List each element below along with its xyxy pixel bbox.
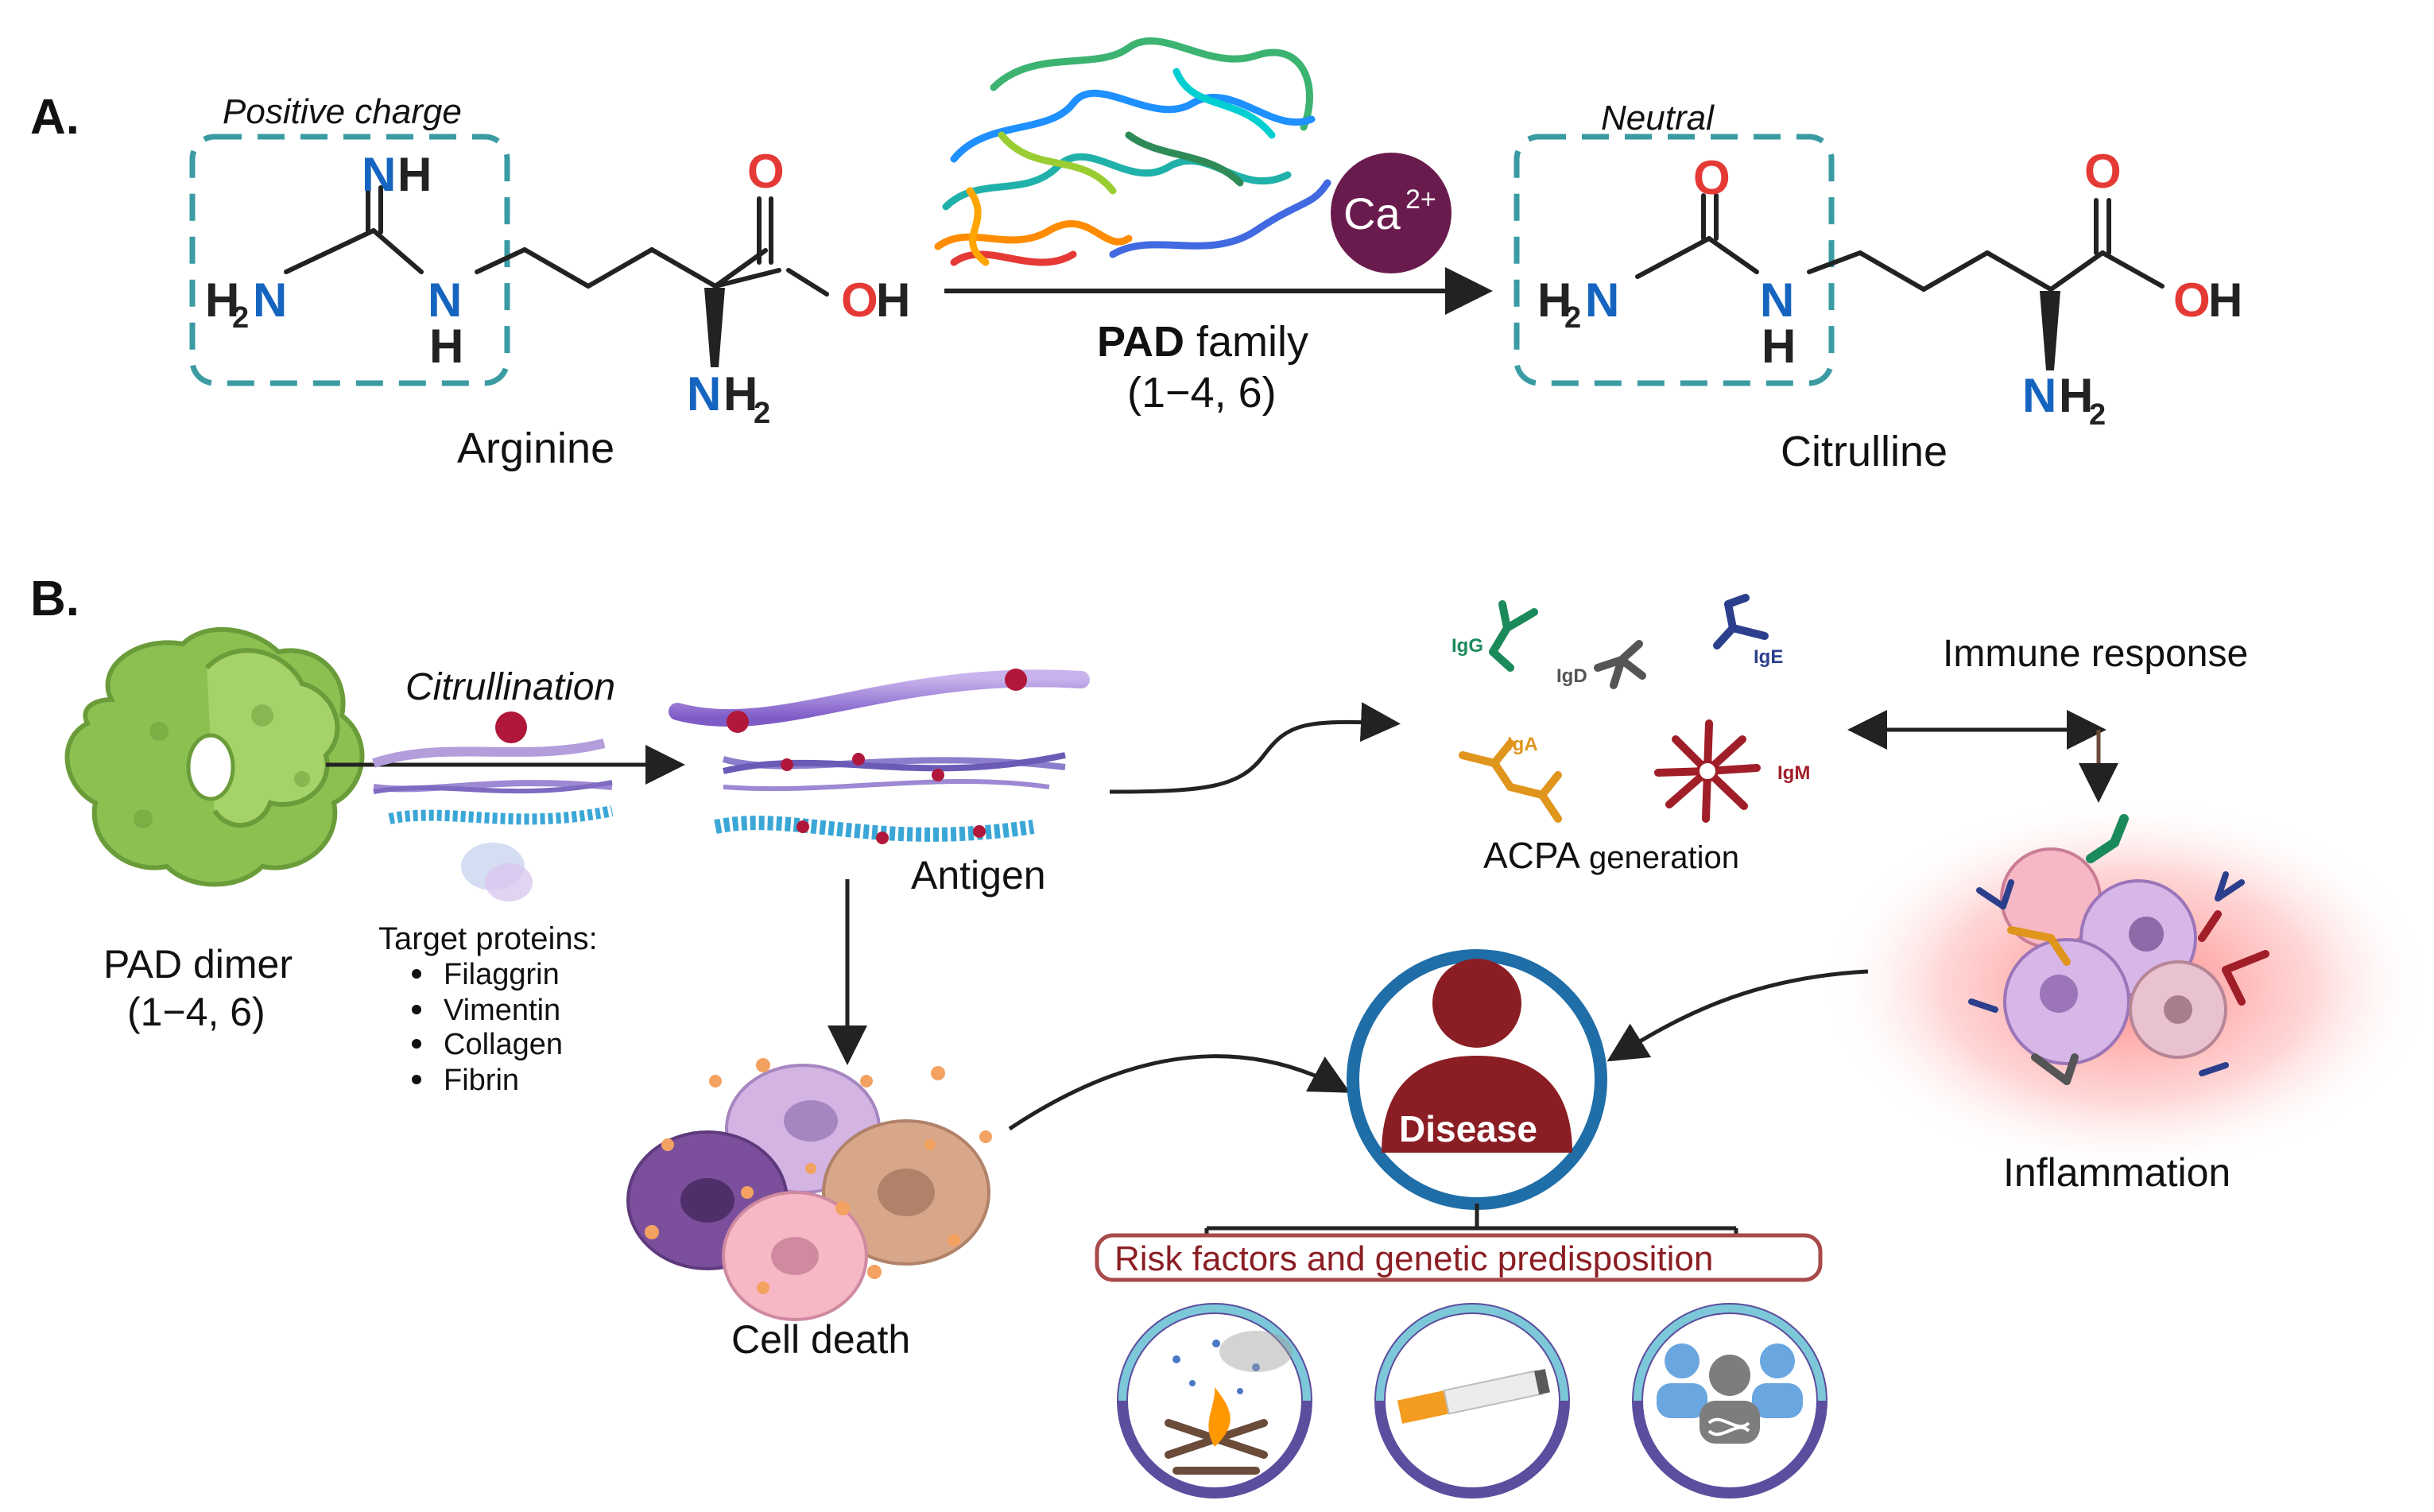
positive-charge-label: Positive charge xyxy=(223,92,462,131)
pad-crystal-structure xyxy=(934,37,1331,266)
antibody-ige xyxy=(1713,594,1769,649)
target-bullet xyxy=(412,1005,421,1014)
citrulline-oh-h: H xyxy=(2208,273,2242,327)
citrulline-h2n-sub: 2 xyxy=(1564,301,1581,335)
igm-core xyxy=(1696,760,1719,782)
immune-response-label: Immune response xyxy=(1943,633,2248,675)
cell-death-to-disease-arrow xyxy=(1008,1054,1351,1131)
arginine-o: O xyxy=(747,145,785,198)
antigen-label: Antigen xyxy=(911,853,1046,898)
pad-dimer-isoforms: (1−4, 6) xyxy=(127,990,265,1034)
igm-label: IgM xyxy=(1777,762,1810,784)
target-collagen: Collagen xyxy=(444,1028,563,1061)
citrulline-ureido-box xyxy=(1513,134,1835,386)
cell-death-label: Cell death xyxy=(731,1317,910,1362)
environment-risk-icon xyxy=(1117,1303,1312,1498)
disease-label: Disease xyxy=(1399,1108,1537,1150)
igg-label: IgG xyxy=(1451,635,1483,657)
inflammation-label: Inflammation xyxy=(2003,1150,2231,1195)
citrulline-oh-o: O xyxy=(2173,273,2211,327)
citrulline-o-right: O xyxy=(2084,145,2122,198)
arginine-nh2-sub: 2 xyxy=(754,397,770,430)
arginine-nh-h: H xyxy=(429,320,463,373)
risk-factors-box xyxy=(1095,1233,1823,1282)
igd-label: IgD xyxy=(1556,665,1587,687)
pad-dimer-illustration xyxy=(64,626,365,887)
risk-factors-label: Risk factors and genetic predisposition xyxy=(1114,1239,1713,1278)
person-body-icon xyxy=(1382,1056,1572,1153)
citrulline-o-left: O xyxy=(1693,151,1731,204)
target-proteins-title: Target proteins: xyxy=(378,921,598,956)
iga-label: IgA xyxy=(1507,734,1538,755)
citrulline-nh-h: H xyxy=(1762,320,1796,373)
citrulline-h2n-n: N xyxy=(1585,273,1619,327)
target-vimentin: Vimentin xyxy=(444,994,560,1027)
citrulline-name: Citrulline xyxy=(1781,428,1948,475)
target-bullet xyxy=(412,969,421,979)
genetics-risk-icon xyxy=(1632,1303,1827,1498)
citrulline-nh2-h: H xyxy=(2059,369,2093,422)
arginine-oh-o: O xyxy=(841,273,878,327)
arginine-wedge-bond xyxy=(704,288,725,367)
citrullinated-antigen xyxy=(669,669,1090,844)
arginine-oh-h: H xyxy=(876,273,910,327)
target-filaggrin: Filaggrin xyxy=(444,958,560,991)
antibody-igg xyxy=(1489,600,1538,672)
inflammation-to-disease-arrow xyxy=(1607,969,1869,1062)
calcium-symbol: Ca xyxy=(1343,188,1401,238)
arginine-h-top: H xyxy=(397,148,432,201)
person-head-icon xyxy=(1432,959,1521,1048)
panel-a-label: A. xyxy=(30,90,79,145)
arginine-nh2-h: H xyxy=(723,367,758,421)
target-bullet xyxy=(412,1075,421,1084)
arginine-nh2-n: N xyxy=(687,367,721,421)
arginine-name: Arginine xyxy=(457,425,614,472)
calcium-charge: 2+ xyxy=(1405,184,1436,215)
arginine-h2n-n: N xyxy=(253,273,287,327)
acpa-generation-label: ACPA generation xyxy=(1483,835,1739,876)
antigen-to-acpa-arrow xyxy=(1109,702,1401,794)
neutral-label: Neutral xyxy=(1601,99,1715,138)
citrullination-label: Citrullination xyxy=(405,666,615,708)
antibody-igd xyxy=(1594,640,1646,689)
target-fibrin: Fibrin xyxy=(444,1064,519,1097)
citrulline-nh-n: N xyxy=(1760,273,1794,327)
panel-b-label: B. xyxy=(30,572,79,626)
pad-dimer-label: PAD dimer xyxy=(103,942,293,987)
citrulline-nh2-n: N xyxy=(2022,369,2056,422)
ige-label: IgE xyxy=(1754,646,1783,668)
enzyme-label: PAD family xyxy=(1097,318,1308,366)
antibody-iga xyxy=(1459,739,1562,823)
arginine-h2n-sub: 2 xyxy=(232,301,249,335)
smoking-risk-icon xyxy=(1374,1303,1570,1498)
calcium-ion xyxy=(1331,153,1451,273)
substrate-proteins xyxy=(372,711,614,901)
citrulline-nh2-sub: 2 xyxy=(2089,398,2106,432)
citrulline-bonds xyxy=(1635,193,2165,292)
arginine-h2n-h: H xyxy=(205,273,239,327)
citrulline-wedge-bond xyxy=(2040,291,2060,370)
enzyme-isoforms: (1−4, 6) xyxy=(1127,369,1277,417)
arginine-n-top: N xyxy=(362,148,396,201)
citrulline-h2n-h: H xyxy=(1537,273,1572,327)
target-bullet xyxy=(412,1039,421,1049)
arginine-nh-n: N xyxy=(428,273,462,327)
arginine-bonds xyxy=(284,185,829,297)
inflammation-cells xyxy=(1968,814,2269,1085)
cell-death-illustration xyxy=(626,1058,992,1321)
